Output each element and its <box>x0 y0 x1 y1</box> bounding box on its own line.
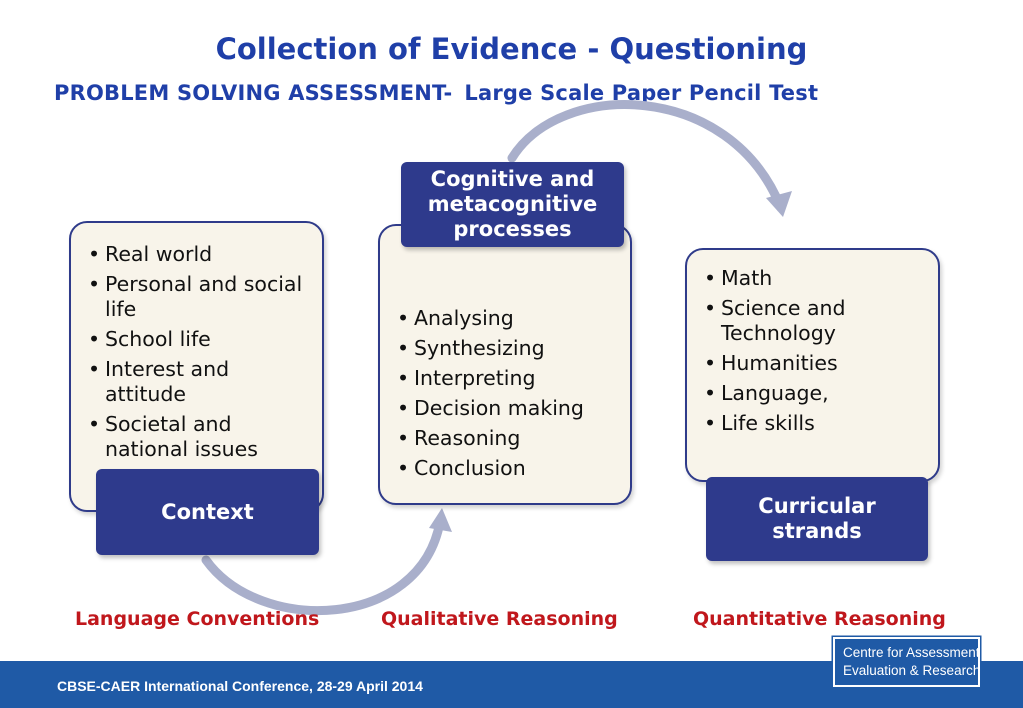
arrow-top-head <box>766 191 792 217</box>
list-item: Humanities <box>704 351 934 376</box>
qualitative-reasoning-label: Qualitative Reasoning <box>381 608 618 630</box>
list-item: Synthesizing <box>397 336 627 361</box>
list-item: Interest and attitude <box>88 357 313 407</box>
arrow-top <box>507 100 786 213</box>
strands-panel: Math Science and Technology Humanities L… <box>685 248 940 482</box>
list-item: Math <box>704 266 934 291</box>
page-title: Collection of Evidence - Questioning <box>215 32 808 66</box>
language-conventions-label: Language Conventions <box>75 608 320 630</box>
conference-text: CBSE-CAER International Conference, 28-2… <box>57 678 423 694</box>
subtitle-part1: PROBLEM SOLVING ASSESSMENT- <box>54 81 453 105</box>
context-label: Context <box>96 469 319 555</box>
list-item: Societal and national issues <box>88 412 313 462</box>
page-subtitle: PROBLEM SOLVING ASSESSMENT-Large Scale P… <box>54 81 818 105</box>
list-item: School life <box>88 327 313 352</box>
list-item: Interpreting <box>397 366 627 391</box>
list-item: Analysing <box>397 306 627 331</box>
list-item: Conclusion <box>397 456 627 481</box>
context-panel: Real world Personal and social life Scho… <box>69 221 324 512</box>
list-item: Language, <box>704 381 934 406</box>
processes-label: Cognitive and metacognitive processes <box>401 162 624 247</box>
caer-logo: Centre for Assessment Evaluation & Resea… <box>833 637 980 687</box>
list-item: Real world <box>88 242 313 267</box>
arrow-bottom <box>201 517 445 616</box>
strands-label: Curricular strands <box>706 477 928 561</box>
context-list: Real world Personal and social life Scho… <box>88 242 313 467</box>
quantitative-reasoning-label: Quantitative Reasoning <box>693 608 946 630</box>
strands-list: Math Science and Technology Humanities L… <box>704 266 934 441</box>
list-item: Science and Technology <box>704 296 934 346</box>
processes-panel: Analysing Synthesizing Interpreting Deci… <box>378 224 632 505</box>
processes-list: Analysing Synthesizing Interpreting Deci… <box>397 306 627 486</box>
list-item: Personal and social life <box>88 272 313 322</box>
list-item: Decision making <box>397 396 627 421</box>
logo-line2: Evaluation & Research <box>843 663 981 678</box>
list-item: Life skills <box>704 411 934 436</box>
logo-line1: Centre for Assessment <box>843 645 980 660</box>
list-item: Reasoning <box>397 426 627 451</box>
arrow-bottom-head <box>429 508 452 532</box>
